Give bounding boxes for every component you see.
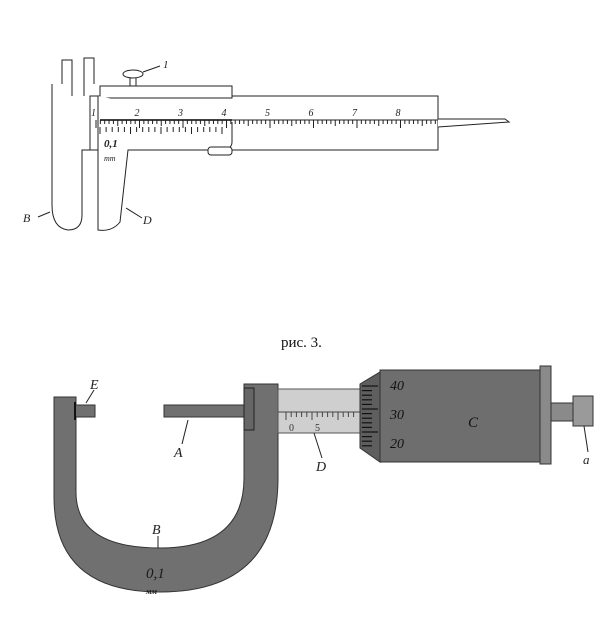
caliper-vernier-scale (99, 127, 223, 134)
locking-screw-head (122, 69, 144, 79)
caliper-label-d: D (142, 213, 152, 227)
micrometer-label-e: E (89, 378, 99, 393)
caliper-scale-numbers: 1 2 3 4 5 6 7 8 (91, 108, 401, 119)
micrometer-label-c: C (468, 415, 479, 431)
caliper-slider-clip (207, 146, 233, 156)
caliper-slider-top (99, 85, 233, 99)
micrometer-frame (53, 383, 279, 593)
sleeve-scale (285, 412, 355, 420)
caliper-b-leader (37, 211, 51, 218)
caliper-screw-label: 1 (163, 59, 169, 71)
caliper-scale-number: 8 (396, 108, 401, 119)
label-d-leader (313, 432, 323, 459)
thimble-number: 40 (390, 379, 404, 394)
micrometer-label-a-ratchet: a (583, 452, 590, 467)
caliper-upper-jaw-fixed (61, 59, 73, 96)
micrometer-label-d: D (315, 460, 326, 475)
caliper-upper-jaw-movable (83, 57, 95, 96)
caliper-vernier-unit: mm (104, 154, 116, 163)
vernier-caliper (37, 57, 511, 231)
micrometer-label-b: B (152, 523, 161, 538)
caliper-scale-number: 4 (222, 108, 227, 119)
caliper-vernier-value: 0,1 (104, 138, 118, 150)
micrometer-spindle (163, 404, 247, 418)
micrometer-ratchet-neck (550, 402, 574, 422)
micrometer-anvil (74, 404, 96, 418)
sleeve-number: 0 (289, 423, 294, 434)
sleeve-number: 5 (315, 423, 320, 434)
screw-leader (142, 65, 161, 73)
caliper-main-scale (95, 120, 436, 128)
micrometer-frame-unit: мм (145, 587, 157, 596)
caliper-label-b: B (23, 211, 31, 225)
micrometer (53, 365, 594, 593)
thimble-number: 30 (389, 408, 404, 423)
micrometer-frame-value: 0,1 (146, 566, 165, 582)
caliper-scale-number: 7 (352, 108, 358, 119)
caliper-scale-number: 1 (91, 108, 96, 119)
caliper-scale-number: 6 (309, 108, 314, 119)
label-a-leader (181, 419, 189, 445)
caliper-vernier-slider (97, 96, 233, 231)
micrometer-ratchet-collar (539, 365, 552, 465)
label-e-leader (85, 389, 95, 404)
caliper-depth-rod (437, 118, 511, 128)
caliper-scale-number: 5 (265, 108, 270, 119)
thimble-number: 20 (390, 437, 404, 452)
caliper-scale-number: 3 (177, 108, 183, 119)
thimble-scale (362, 385, 378, 447)
micrometer-thimble (379, 369, 541, 463)
caliper-d-leader (125, 207, 143, 219)
micrometer-ratchet-knob (572, 395, 594, 427)
micrometer-label-a-spindle: A (173, 446, 183, 461)
label-a-ratchet-leader (583, 425, 589, 453)
thimble-numbers: 40 30 20 (389, 379, 404, 452)
figure-caption: рис. 3. (281, 335, 322, 351)
caliper-fixed-jaw (51, 84, 90, 231)
caliper-scale-number: 2 (135, 108, 140, 119)
